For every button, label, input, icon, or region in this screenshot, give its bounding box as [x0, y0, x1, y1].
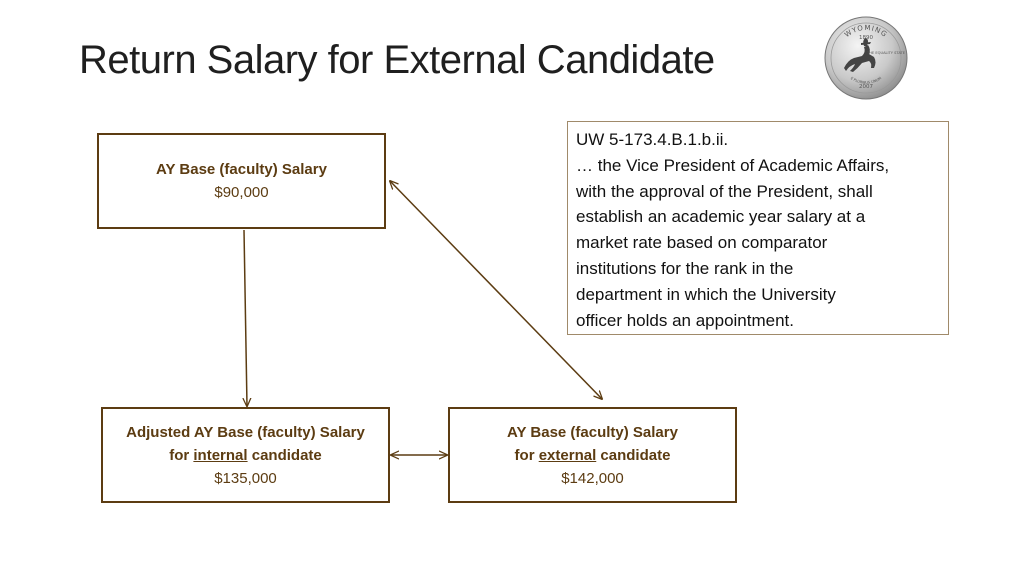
- coin-year-top: 1890: [859, 35, 873, 41]
- policy-line: UW 5-173.4.B.1.b.ii.: [576, 130, 729, 149]
- arrow-base-to-external-bidirectional: [390, 181, 602, 399]
- internal-for-suffix: candidate: [251, 446, 322, 464]
- policy-line: officer holds an appointment.: [576, 310, 794, 330]
- external-candidate-salary-box: AY Base (faculty) Salary for external ca…: [448, 407, 737, 503]
- policy-line: establish an academic year salary at a: [576, 207, 866, 227]
- policy-line: with the approval of the President, shal…: [576, 181, 873, 201]
- ay-base-salary-amount: $90,000: [214, 184, 269, 201]
- page-title: Return Salary for External Candidate: [79, 38, 715, 82]
- external-for-suffix: candidate: [600, 446, 671, 464]
- internal-candidate-line: for internal candidate: [169, 444, 322, 467]
- external-for-prefix: for: [514, 446, 535, 464]
- external-keyword: external: [538, 446, 597, 464]
- external-salary-amount: $142,000: [561, 469, 624, 487]
- policy-line: institutions for the rank in the: [576, 258, 794, 278]
- ay-base-salary-label: AY Base (faculty) Salary: [156, 161, 327, 178]
- policy-line: … the Vice President of Academic Affairs…: [576, 155, 890, 175]
- external-candidate-line: for external candidate: [515, 444, 671, 467]
- external-salary-label: AY Base (faculty) Salary: [507, 423, 678, 441]
- policy-citation-box: UW 5-173.4.B.1.b.ii. … the Vice Presiden…: [567, 121, 949, 335]
- internal-salary-amount: $135,000: [214, 469, 277, 487]
- wyoming-quarter-coin: WYOMING 1890 THE EQUALITY STATE 2007 E P…: [824, 16, 908, 100]
- policy-line: market rate based on comparator: [576, 233, 828, 253]
- internal-candidate-salary-box: Adjusted AY Base (faculty) Salary for in…: [101, 407, 390, 503]
- bucking-horse-icon: [844, 38, 876, 72]
- coin-motto: THE EQUALITY STATE: [866, 51, 906, 55]
- internal-salary-label: Adjusted AY Base (faculty) Salary: [126, 423, 365, 441]
- coin-year-bottom: 2007: [859, 84, 873, 90]
- internal-keyword: internal: [193, 446, 248, 464]
- policy-line: department in which the University: [576, 284, 836, 304]
- arrow-base-to-internal: [244, 229, 247, 406]
- ay-base-salary-box: AY Base (faculty) Salary $90,000: [97, 133, 386, 229]
- internal-for-prefix: for: [169, 446, 190, 464]
